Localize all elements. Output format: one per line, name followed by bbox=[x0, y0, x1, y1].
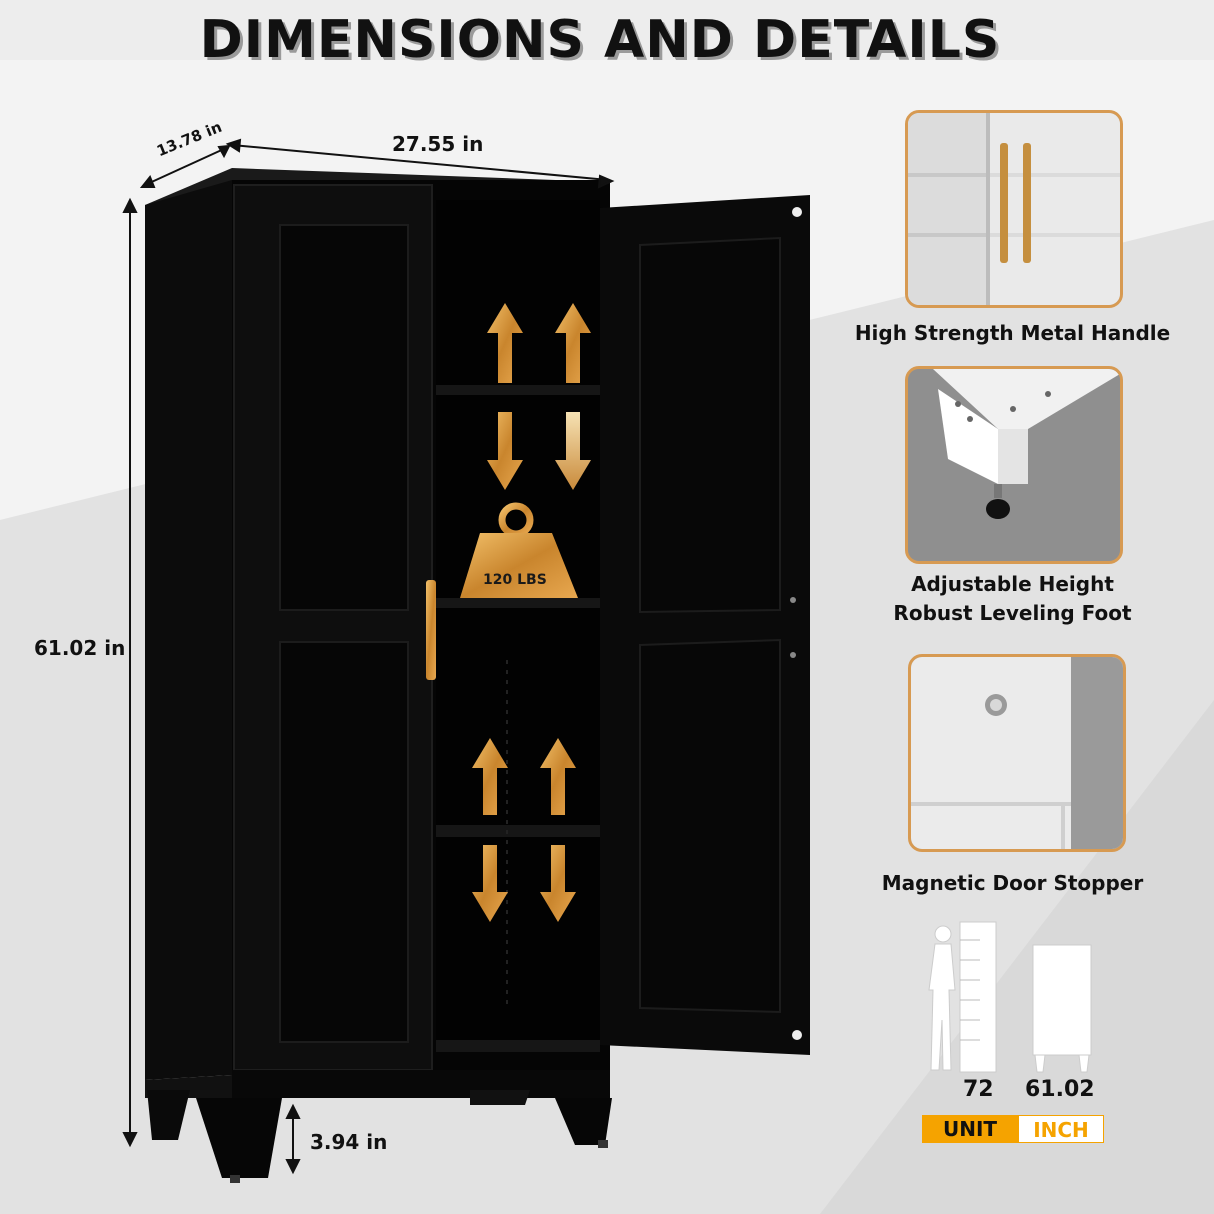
shelf-2 bbox=[436, 598, 600, 608]
handle-photo bbox=[908, 113, 1120, 305]
cabinet-silhouette-icon bbox=[1032, 944, 1092, 1073]
leg-back-left bbox=[147, 1090, 190, 1140]
adjust-arrows-upper bbox=[487, 303, 591, 490]
leg-front-right bbox=[555, 1098, 612, 1145]
right-door bbox=[600, 195, 810, 1055]
feature-caption-magnet: Magnetic Door Stopper bbox=[881, 871, 1144, 895]
weight-icon bbox=[460, 502, 578, 598]
ruler-icon bbox=[959, 921, 997, 1073]
unit-label: UNIT bbox=[922, 1115, 1018, 1143]
door-handle bbox=[426, 580, 436, 680]
feature-caption-foot: Adjustable Height Robust Leveling Foot bbox=[860, 570, 1165, 628]
load-capacity-label: 120 LBS bbox=[483, 572, 547, 588]
adjust-arrow-light bbox=[555, 412, 591, 490]
dimension-lines bbox=[122, 138, 615, 1175]
leveling-foot-photo bbox=[908, 369, 1120, 561]
width-label: 27.55 in bbox=[392, 132, 484, 156]
adjust-arrows-lower bbox=[472, 738, 576, 922]
inch-label: INCH bbox=[1018, 1115, 1104, 1143]
feature-caption-foot-line1: Adjustable Height bbox=[911, 572, 1114, 596]
left-door bbox=[233, 184, 436, 1071]
height-label: 61.02 in bbox=[34, 636, 126, 660]
feature-caption-handle: High Strength Metal Handle bbox=[854, 321, 1171, 345]
scale-comparison bbox=[928, 921, 1092, 1073]
leg-front-left bbox=[196, 1098, 282, 1178]
leg-height-label: 3.94 in bbox=[310, 1130, 388, 1154]
feature-card-magnet bbox=[908, 654, 1126, 852]
page-title: DIMENSIONS AND DETAILS bbox=[199, 10, 1001, 70]
person-silhouette-icon bbox=[928, 925, 956, 1071]
person-height-value: 72 bbox=[963, 1077, 994, 1102]
cabinet-height-value: 61.02 bbox=[1025, 1077, 1095, 1102]
feature-card-foot bbox=[905, 366, 1123, 564]
feature-card-handle bbox=[905, 110, 1123, 308]
shelf-1 bbox=[436, 385, 600, 395]
magnetic-stopper-photo bbox=[911, 657, 1123, 849]
shelf-3 bbox=[436, 825, 600, 837]
feature-caption-foot-line2: Robust Leveling Foot bbox=[893, 601, 1132, 625]
